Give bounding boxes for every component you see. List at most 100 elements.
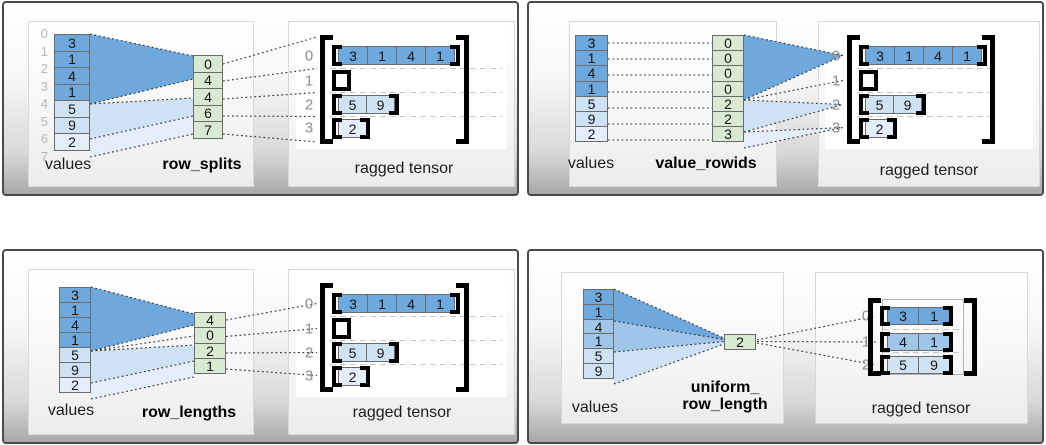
- bracket-right-icon: [977, 45, 987, 66]
- bracket-right-icon: [916, 94, 926, 115]
- row-splits-cell: 7: [193, 121, 223, 139]
- row-index: 2: [861, 356, 871, 374]
- value-rowids-cell: 0: [712, 65, 744, 82]
- row-index: 0: [304, 295, 314, 312]
- boundary-index-column: 0 1 2 3 4 5 6 7: [32, 25, 48, 165]
- value-cell: 1: [59, 302, 91, 318]
- bracket-right-icon: [943, 355, 953, 375]
- row-splits-cell: 0: [193, 55, 223, 73]
- bracket-right-icon: [389, 342, 399, 363]
- bracket-left-icon: [859, 70, 869, 91]
- value-cell: 4: [54, 67, 90, 85]
- value-cell: 9: [575, 110, 608, 128]
- bracket-right-icon: [450, 45, 460, 66]
- bracket-left-icon: [859, 118, 869, 139]
- value-cell: 9: [59, 362, 91, 378]
- row-index: 2: [304, 96, 314, 113]
- tensor-row: 4 1: [887, 333, 950, 351]
- row-index: 1: [304, 320, 314, 337]
- value-cell: 3: [54, 34, 90, 52]
- tensor-cell: 1: [952, 46, 982, 65]
- bracket-right-icon: [943, 306, 953, 326]
- row-index: 0: [861, 307, 871, 325]
- value-cell: 1: [583, 333, 614, 349]
- value-cell: 5: [575, 95, 608, 112]
- method-label-line2: row_length: [682, 396, 768, 413]
- value-cell: 1: [583, 304, 614, 320]
- bracket-left-icon: [332, 70, 342, 91]
- outer-bracket-right-icon: [456, 35, 469, 144]
- values-column: 3 1 4 1 5 9: [583, 289, 614, 379]
- panel-value-rowids: 3 1 4 1 5 9 2 0 0 0 0 2 2 3 values value…: [527, 1, 1044, 196]
- outer-bracket-right-icon: [964, 298, 977, 376]
- tensor-cell: 9: [366, 343, 395, 362]
- value-cell: 9: [583, 363, 614, 379]
- bracket-left-icon: [332, 318, 342, 339]
- values-label: values: [47, 402, 95, 419]
- bracket-left-icon: [332, 94, 342, 115]
- value-cell: 4: [583, 319, 614, 335]
- outer-bracket-right-icon: [456, 283, 469, 392]
- values-label: values: [571, 399, 619, 416]
- bracket-right-icon: [389, 94, 399, 115]
- value-rowids-cell: 0: [712, 50, 744, 67]
- row-index: 2: [304, 344, 314, 361]
- row-index: 0: [304, 47, 314, 64]
- bracket-left-icon: [332, 342, 342, 363]
- row-splits-column: 0 4 4 6 7: [193, 55, 223, 139]
- value-rowids-column: 0 0 0 0 2 2 3: [712, 35, 744, 143]
- boundary-index: 1: [40, 43, 48, 59]
- values-column: 3 1 4 1 5 9 2: [59, 287, 91, 393]
- boundary-index: 5: [40, 113, 48, 129]
- tensor-cell: 9: [893, 95, 922, 114]
- tensor-row: 5 9: [865, 95, 922, 114]
- row-lengths-cell: 0: [194, 327, 226, 344]
- values-column: 3 1 4 1 5 9 2: [54, 34, 90, 151]
- tensor-row: 5 9: [338, 343, 395, 362]
- bracket-right-icon: [360, 118, 370, 139]
- tensor-cell: 3: [865, 46, 895, 65]
- tensor-row: 3 1: [887, 307, 950, 325]
- value-cell: 5: [59, 347, 91, 363]
- row-index: 1: [304, 72, 314, 89]
- value-cell: 4: [575, 65, 608, 82]
- row-index: 2: [831, 96, 841, 113]
- row-index: 3: [304, 367, 314, 384]
- tensor-cell: 1: [425, 46, 455, 65]
- boundary-index: 4: [40, 96, 48, 112]
- tensor-cell: 5: [865, 95, 894, 114]
- outer-bracket-left-icon: [320, 35, 333, 144]
- value-cell: 2: [59, 377, 91, 393]
- tensor-cell: 4: [396, 294, 426, 313]
- tensor-cell: 1: [367, 46, 397, 65]
- boundary-index: 6: [40, 131, 48, 147]
- outer-bracket-left-icon: [847, 35, 860, 144]
- tensor-cell: 5: [338, 95, 367, 114]
- tensor-row: 3 1 4 1: [338, 46, 455, 65]
- uniform-row-length-cell: 2: [724, 334, 756, 350]
- bracket-left-icon: [859, 94, 869, 115]
- row-splits-cell: 4: [193, 88, 223, 106]
- row-index: 1: [861, 333, 871, 351]
- bracket-left-icon: [332, 45, 342, 66]
- tensor-cell: 4: [396, 46, 426, 65]
- tensor-cell: 1: [894, 46, 924, 65]
- tensor-cell: 4: [887, 333, 919, 351]
- panel-row-lengths: 3 1 4 1 5 9 2 4 0 2 1 values row_lengths…: [2, 249, 519, 444]
- bracket-left-icon: [859, 45, 869, 66]
- value-cell: 1: [54, 83, 90, 101]
- value-cell: 3: [575, 35, 608, 52]
- bracket-left-icon: [332, 118, 342, 139]
- values-label: values: [44, 156, 92, 173]
- value-cell: 5: [583, 348, 614, 364]
- bracket-right-icon: [887, 118, 897, 139]
- bracket-right-icon: [341, 318, 351, 339]
- boundary-index: 7: [40, 148, 48, 164]
- value-rowids-cell: 0: [712, 35, 744, 52]
- row-index: 1: [831, 72, 841, 89]
- row-lengths-cell: 1: [194, 357, 226, 375]
- row-lengths-cell: 4: [194, 312, 226, 329]
- method-label-line1: uniform_: [690, 379, 760, 396]
- row-index: 0: [831, 47, 841, 64]
